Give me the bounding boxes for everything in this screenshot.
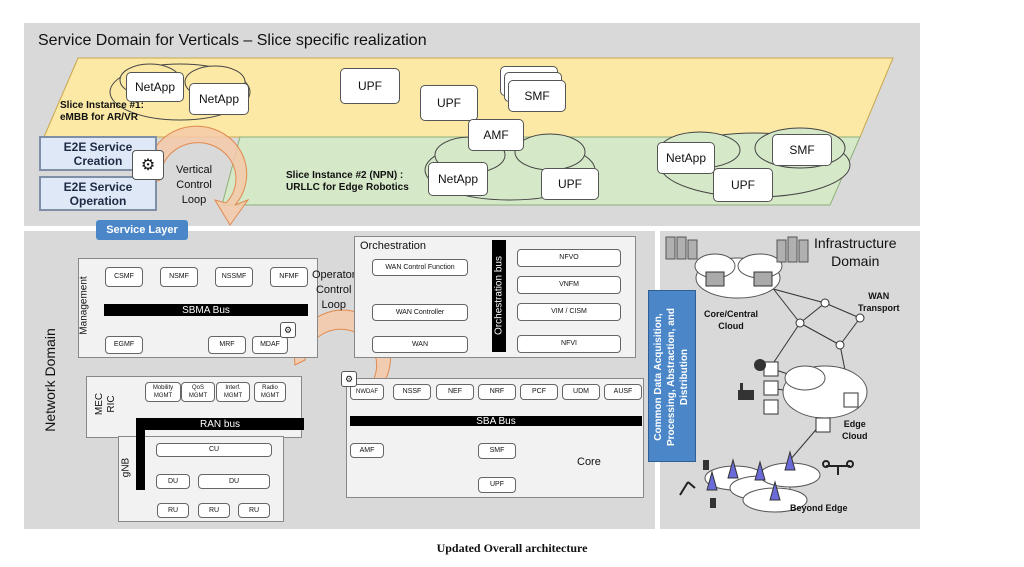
vnfm-box[interactable]: VNFM xyxy=(517,276,621,294)
vertical-loop-arrow xyxy=(146,125,250,226)
wan-controller-box[interactable]: WAN Controller xyxy=(372,304,468,321)
phone-icon xyxy=(703,460,716,508)
du-box[interactable]: DU xyxy=(156,474,190,489)
common-data-acquisition-bar xyxy=(648,290,696,462)
netapp-box[interactable]: NetApp xyxy=(657,142,715,174)
egmf-box[interactable]: EGMF xyxy=(105,336,143,354)
server-rack-icon xyxy=(665,236,809,263)
core-central-cloud-label: Core/Central Cloud xyxy=(704,309,759,331)
netapp-box[interactable]: NetApp xyxy=(126,72,184,102)
service-domain-title: Service Domain for Verticals – Slice spe… xyxy=(38,32,427,49)
amf-box[interactable]: AMF xyxy=(350,443,384,458)
smf-box[interactable]: SMF xyxy=(772,134,832,166)
mrf-box[interactable]: MRF xyxy=(208,336,246,354)
nfmf-box[interactable]: NFMF xyxy=(270,267,308,287)
pcf-box[interactable]: PCF xyxy=(520,384,558,400)
du-box[interactable]: DU xyxy=(198,474,270,489)
brain-gear-icon: ⚙ xyxy=(280,322,296,338)
management-label: Management xyxy=(78,276,90,335)
common-data-acquisition-label: Common Data Acquisition, Processing, Abs… xyxy=(653,308,690,446)
amf-box[interactable]: AMF xyxy=(468,119,524,151)
antenna-icon xyxy=(706,450,796,501)
upf-box[interactable]: UPF xyxy=(340,68,400,104)
slice2-label: Slice Instance #2 (NPN) : URLLC for Edge… xyxy=(286,170,409,193)
vim-cism-box[interactable]: VIM / CISM xyxy=(517,303,621,321)
nssf-box[interactable]: NSSF xyxy=(393,384,431,400)
qos-mgmt-box[interactable]: QoS MGMT xyxy=(181,382,215,402)
ru-box[interactable]: RU xyxy=(238,503,270,518)
brain-gear-icon: ⚙ xyxy=(132,150,164,180)
nwdaf-box[interactable]: NWDAF xyxy=(350,384,384,400)
netapp-box[interactable]: NetApp xyxy=(428,162,488,196)
vertical-control-loop-label: Vertical Control Loop xyxy=(176,164,213,206)
slice1-label: Slice Instance #1: eMBB for AR/VR xyxy=(60,100,144,123)
robot-arm-icon xyxy=(679,481,696,496)
ru-box[interactable]: RU xyxy=(157,503,189,518)
e2e-service-operation-button[interactable]: E2E Service Operation xyxy=(39,176,157,211)
udm-box[interactable]: UDM xyxy=(562,384,600,400)
netapp-box[interactable]: NetApp xyxy=(189,83,249,115)
ric-label: MEC RIC xyxy=(94,392,117,416)
edge-cloud-label: Edge Cloud xyxy=(842,419,868,441)
factory-icon xyxy=(738,383,754,400)
upf-box[interactable]: UPF xyxy=(478,477,516,493)
sba-bus: SBA Bus xyxy=(350,416,642,427)
beyond-edge-label: Beyond Edge xyxy=(790,503,848,513)
orchestration-label: Orchestration xyxy=(360,240,427,252)
upf-box[interactable]: UPF xyxy=(541,168,599,200)
network-domain-title: Network Domain xyxy=(42,328,58,432)
ausf-box[interactable]: AUSF xyxy=(604,384,642,400)
nfvi-box[interactable]: NFVI xyxy=(517,335,621,353)
interf-mgmt-box[interactable]: Interf. MGMT xyxy=(216,382,250,402)
nssmf-box[interactable]: NSSMF xyxy=(215,267,253,287)
switch-icon xyxy=(705,271,773,287)
orchestration-bus-label: Orchestration bus xyxy=(493,256,505,335)
gnb-label: gNB xyxy=(120,457,132,478)
drone-icon xyxy=(822,460,854,475)
radio-mgmt-box[interactable]: Radio MGMT xyxy=(254,382,286,402)
upf-box[interactable]: UPF xyxy=(713,168,773,202)
wan-box[interactable]: WAN xyxy=(372,336,468,353)
mdaf-box[interactable]: MDAF xyxy=(252,336,288,354)
csmf-box[interactable]: CSMF xyxy=(105,267,143,287)
smf-box[interactable]: SMF xyxy=(508,80,566,112)
gnb-bus xyxy=(136,424,145,490)
core-label: Core xyxy=(577,456,601,468)
upf-box[interactable]: UPF xyxy=(420,85,478,121)
nrf-box[interactable]: NRF xyxy=(478,384,516,400)
brain-gear-icon: ⚙ xyxy=(341,371,357,387)
mobility-mgmt-box[interactable]: Mobility MGMT xyxy=(145,382,181,402)
service-layer-badge[interactable]: Service Layer xyxy=(96,220,188,240)
sbma-bus: SBMA Bus xyxy=(104,304,308,316)
operator-control-loop-label: Operator Control Loop xyxy=(312,269,356,311)
cu-box[interactable]: CU xyxy=(156,443,272,457)
wan-control-function-box[interactable]: WAN Control Function xyxy=(372,259,468,276)
orchestration-bus xyxy=(492,240,506,352)
nef-box[interactable]: NEF xyxy=(436,384,474,400)
smf-box[interactable]: SMF xyxy=(478,443,516,459)
ru-box[interactable]: RU xyxy=(198,503,230,518)
figure-caption: Updated Overall architecture xyxy=(436,541,588,555)
nfvo-box[interactable]: NFVO xyxy=(517,249,621,267)
wan-transport-label: WAN Transport xyxy=(858,291,900,313)
infrastructure-domain-title: Infrastructure Domain xyxy=(814,235,897,269)
ran-bus: RAN bus xyxy=(136,418,304,430)
nsmf-box[interactable]: NSMF xyxy=(160,267,198,287)
satellite-dish-icon xyxy=(754,359,766,371)
